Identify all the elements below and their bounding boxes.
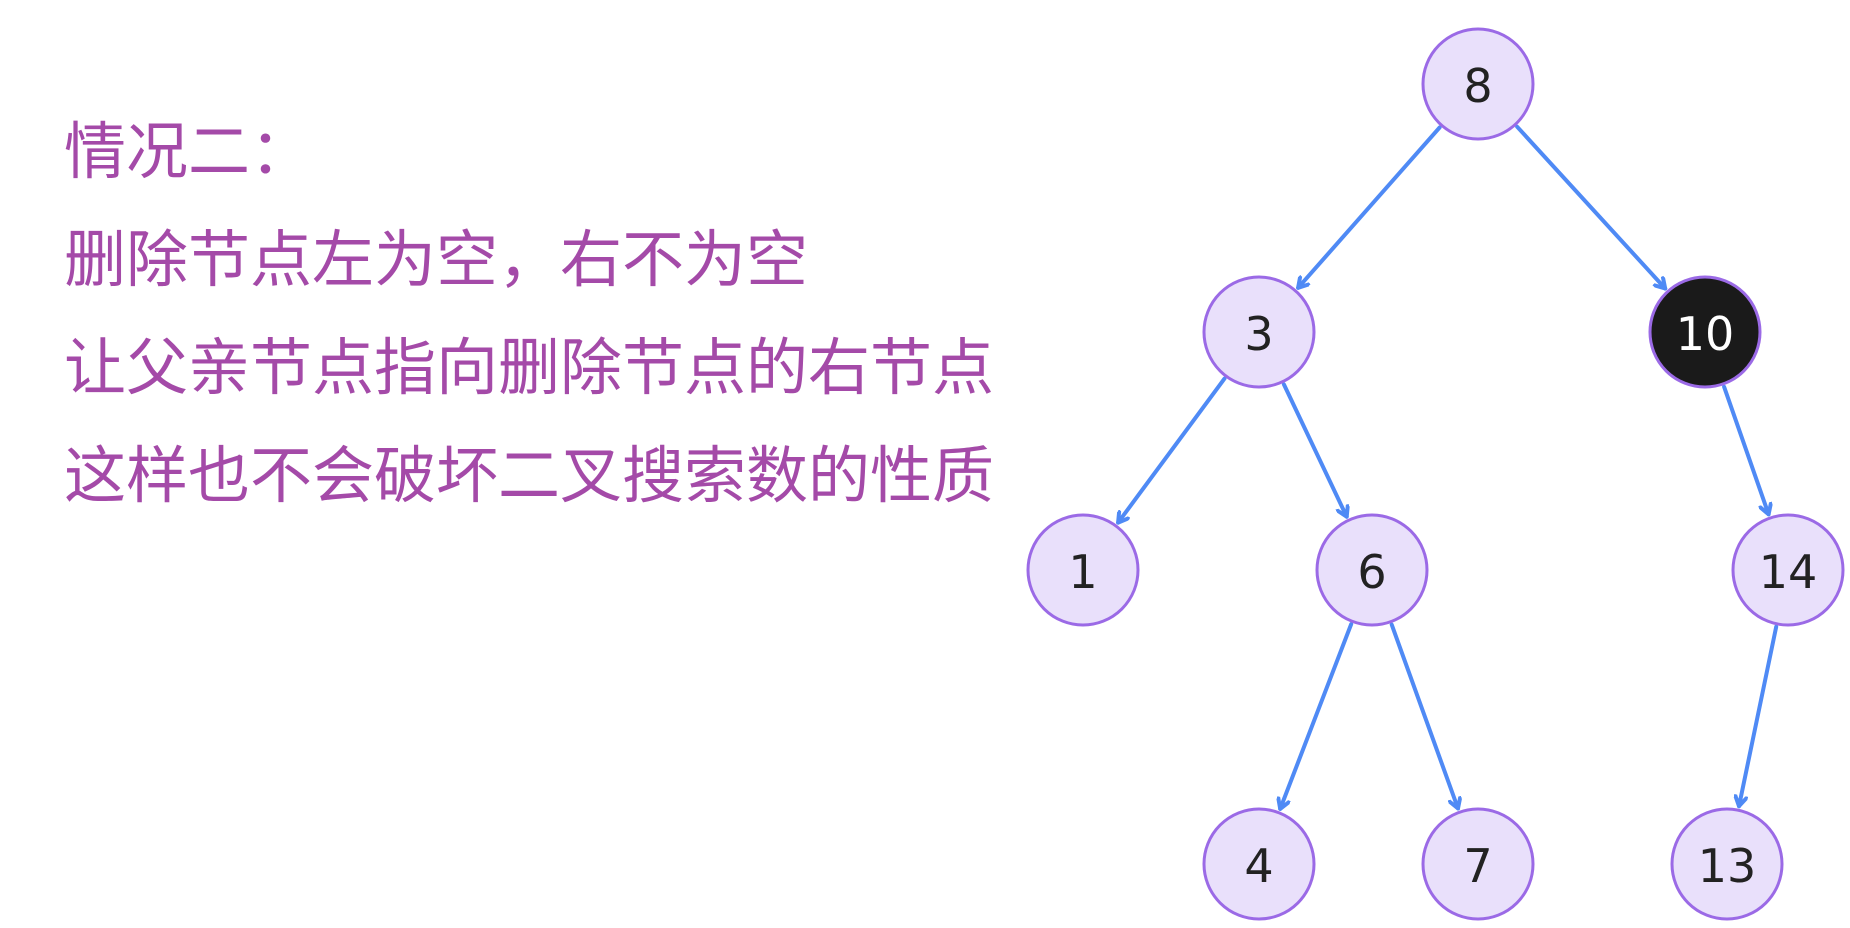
tree-node-3: 3 [1202,275,1316,389]
node-label: 7 [1463,839,1492,893]
caption: 情况二： 删除节点左为空，右不为空 让父亲节点指向删除节点的右节点 这样也不会破… [64,98,1044,530]
node-circle [1731,513,1845,627]
tree-node-14: 14 [1731,513,1845,627]
node-circle [1421,27,1535,141]
edge-8-to-10 [1515,124,1668,291]
tree-node-6: 6 [1315,513,1429,627]
node-label: 6 [1357,545,1386,599]
edge-6-to-4 [1280,622,1354,811]
node-circle [1670,807,1784,921]
tree-node-8: 8 [1421,27,1535,141]
tree-node-13: 13 [1670,807,1784,921]
tree-node-10: 10 [1648,275,1762,389]
node-label: 8 [1463,59,1492,113]
node-circle [1202,275,1316,389]
node-circle [1315,513,1429,627]
node-label: 10 [1676,307,1735,361]
tree-node-7: 7 [1421,807,1535,921]
edge-8-to-3 [1296,125,1442,290]
node-circle [1202,807,1316,921]
edge-3-to-1 [1116,376,1227,525]
node-label: 1 [1068,545,1097,599]
tree-node-4: 4 [1202,807,1316,921]
tree-node-1: 1 [1026,513,1140,627]
nodes: 8 3 10 1 6 14 4 7 13 [1026,27,1845,921]
node-label: 4 [1244,839,1273,893]
edge-10-to-14 [1722,384,1769,517]
edge-14-to-13 [1739,624,1779,809]
node-label: 14 [1759,545,1818,599]
edge-6-to-7 [1389,622,1458,811]
node-label: 3 [1244,307,1273,361]
node-label: 13 [1698,839,1757,893]
caption-line-1: 情况二： [64,115,313,188]
caption-line-2: 删除节点左为空，右不为空 [64,223,809,296]
node-circle [1421,807,1535,921]
caption-line-3: 让父亲节点指向删除节点的右节点 [64,331,995,404]
node-circle [1026,513,1140,627]
edges [1116,124,1779,811]
caption-line-4: 这样也不会破坏二叉搜索数的性质 [64,439,995,512]
edge-3-to-6 [1281,382,1347,519]
node-circle [1648,275,1762,389]
